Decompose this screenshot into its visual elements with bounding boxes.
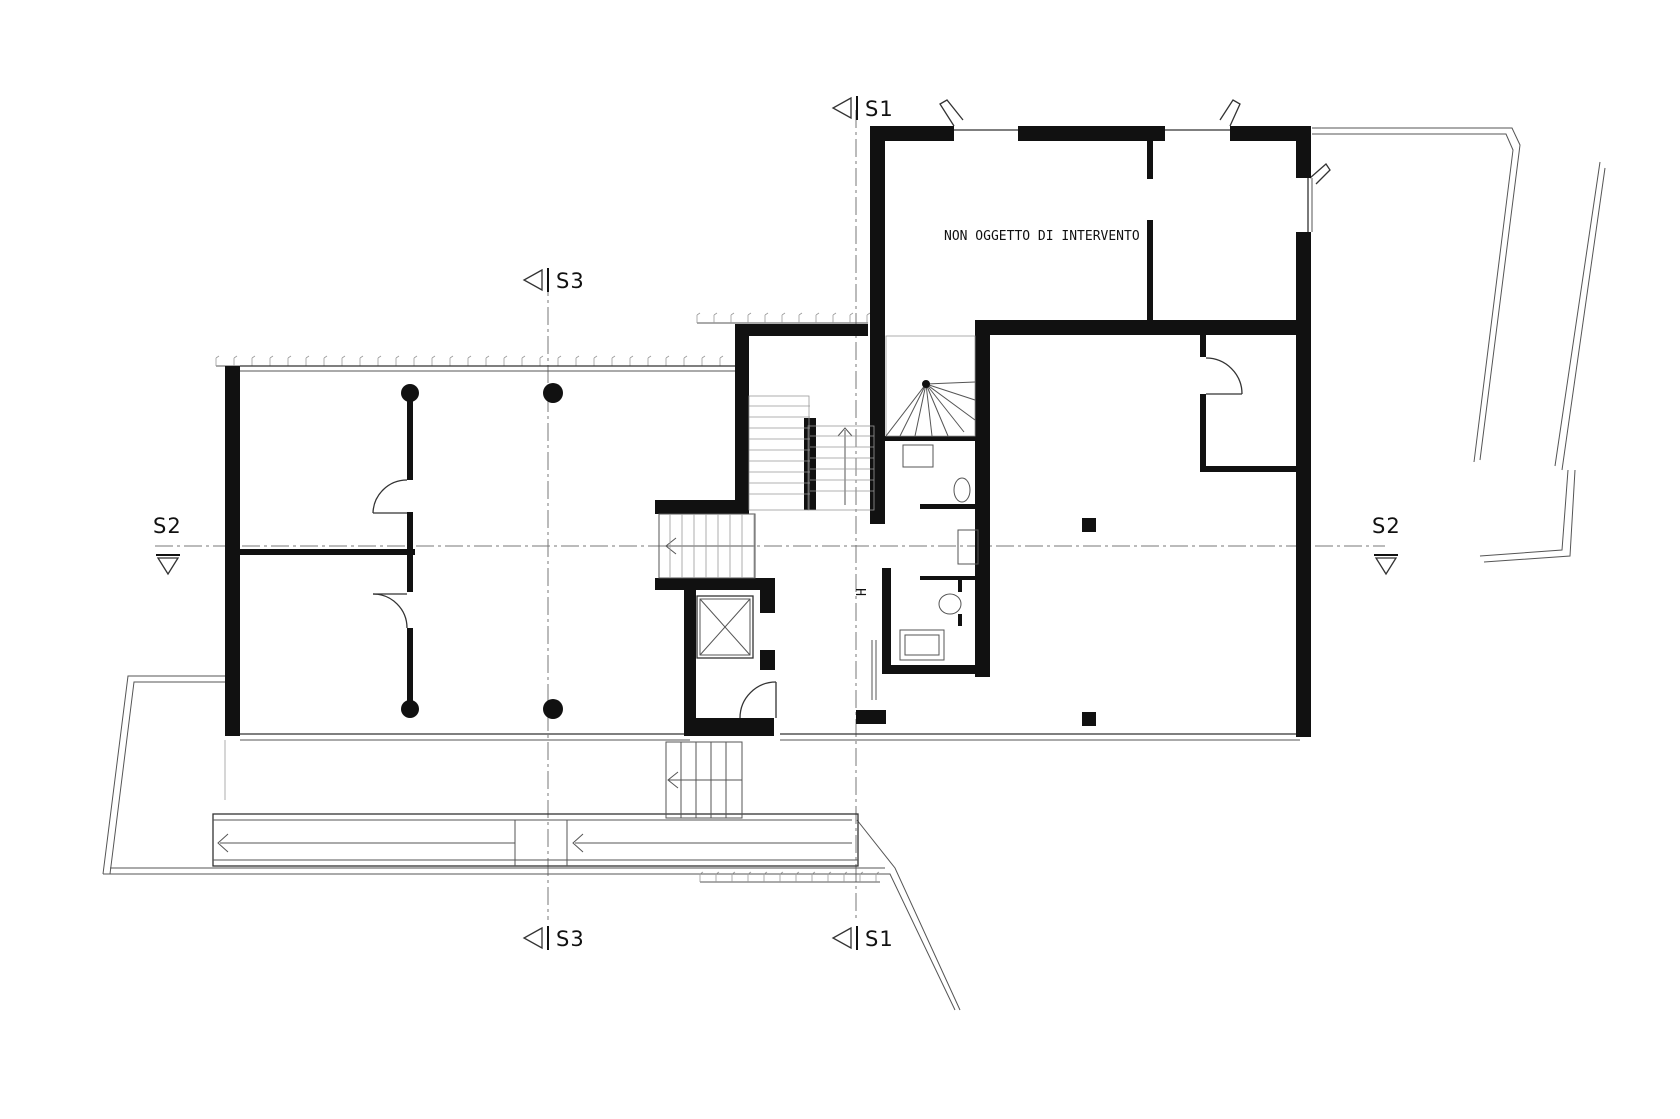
section-axis-lines (155, 110, 1385, 920)
not-in-scope-label: NON OGGETTO DI INTERVENTO (944, 229, 1140, 244)
section-label-s1-top: S1 (865, 97, 894, 121)
section-label-s2-right: S2 (1372, 514, 1401, 538)
spiral-stair (885, 335, 976, 437)
exterior-stair-bottom (665, 741, 743, 819)
door-swings (372, 357, 1243, 719)
accessible-mark: H (855, 588, 870, 596)
section-label-s3-bottom: S3 (556, 927, 585, 951)
bathroom-fixtures (871, 444, 979, 700)
main-stair (748, 395, 875, 511)
access-ramp (212, 813, 859, 867)
section-label-s3-top: S3 (556, 269, 585, 293)
elevator-shaft (696, 595, 754, 659)
site-boundary (102, 127, 1606, 1011)
section-label-s2-left: S2 (153, 514, 182, 538)
glazing-lines (240, 129, 1313, 741)
lower-entry-stair (658, 513, 756, 579)
walls (225, 126, 1311, 737)
casement-windows (939, 99, 1331, 185)
section-label-s1-bottom: S1 (865, 927, 894, 951)
section-markers: S1 S1 S3 S3 S2 S2 (153, 96, 1401, 951)
